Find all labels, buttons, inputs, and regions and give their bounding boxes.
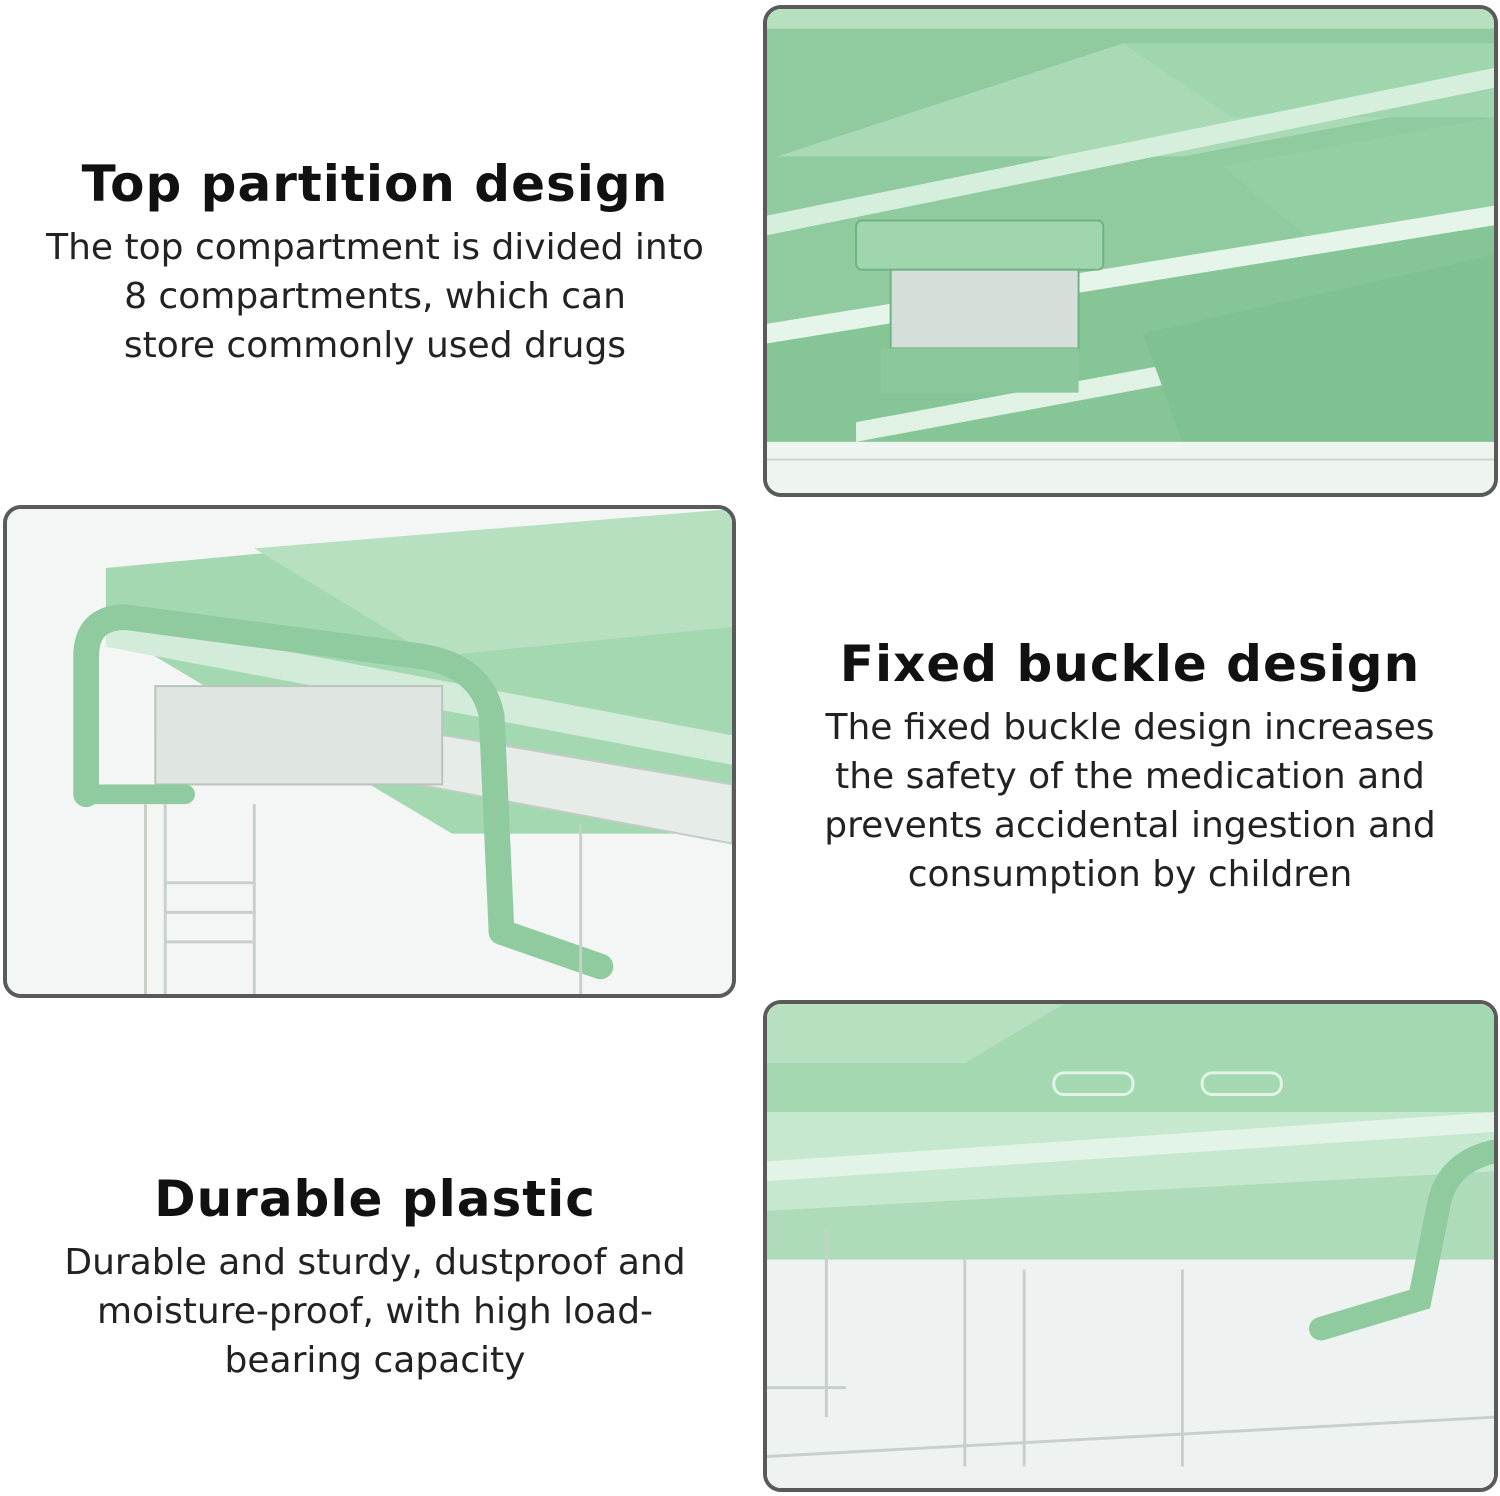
feature-text-line: moisture-proof, with high load-	[96, 1291, 654, 1332]
feature-text-line: Durable and sturdy, dustproof and	[64, 1242, 686, 1283]
feature-top-partition: Top partition design The top compartment…	[0, 155, 750, 370]
feature-fixed-buckle: Fixed buckle design The fixed buckle des…	[760, 635, 1500, 899]
box-handle-illustration	[7, 509, 732, 994]
feature-text-line: 8 compartments, which can	[124, 276, 626, 317]
feature-text-line: the safety of the medication and	[835, 756, 1425, 797]
feature-title: Fixed buckle design	[839, 635, 1421, 693]
photo-top-partition	[763, 5, 1498, 497]
feature-text-line: store commonly used drugs	[123, 325, 627, 366]
feature-text-line: consumption by children	[907, 854, 1353, 895]
photo-fixed-buckle	[3, 505, 736, 998]
feature-text-line: The fixed buckle design increases	[825, 707, 1435, 748]
feature-text-line: The top compartment is divided into	[46, 227, 704, 268]
feature-text-line: bearing capacity	[224, 1340, 526, 1381]
feature-title: Durable plastic	[154, 1170, 596, 1228]
clear-box-illustration	[767, 1004, 1494, 1488]
feature-durable-plastic: Durable plastic Durable and sturdy, dust…	[0, 1170, 750, 1385]
feature-text-line: prevents accidental ingestion and	[824, 805, 1436, 846]
photo-durable-plastic	[763, 1000, 1498, 1492]
feature-title: Top partition design	[81, 155, 669, 213]
compartment-tray-illustration	[767, 9, 1494, 493]
